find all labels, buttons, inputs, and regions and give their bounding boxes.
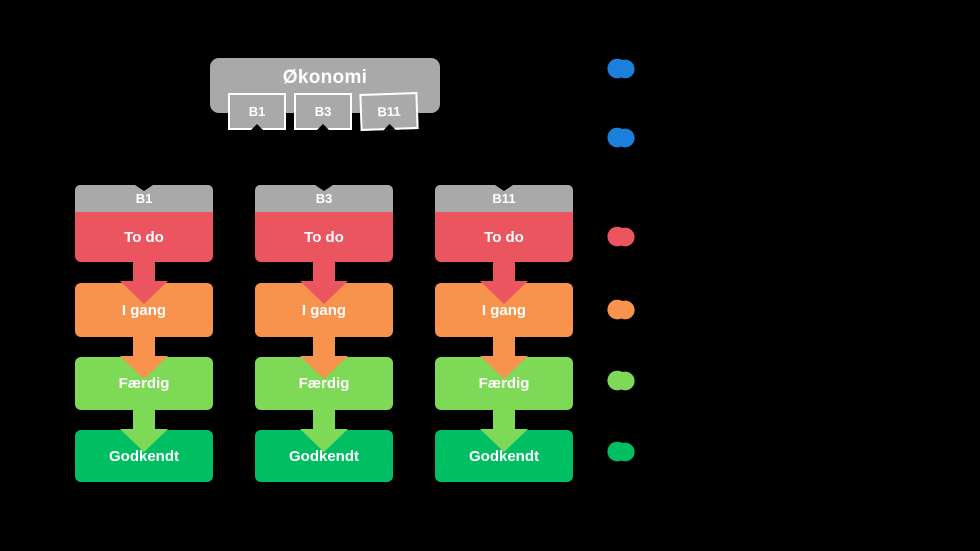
stage-todo-label: To do: [124, 228, 164, 246]
down-arrow-icon: [300, 336, 348, 379]
legend-dot-red: [607, 226, 635, 247]
board-column-b11: B11 To do I gang Færdig Godkendt: [435, 0, 573, 551]
stage-todo: To do: [435, 212, 573, 262]
parent-board-tabs: B1 B3 B11: [228, 91, 419, 132]
stage-todo-label: To do: [484, 228, 524, 246]
down-arrow-icon: [480, 336, 528, 379]
legend: [606, 0, 636, 551]
header-notch: [495, 185, 513, 191]
stage-godkendt-label: Godkendt: [289, 447, 359, 465]
down-arrow-icon: [300, 409, 348, 452]
board-header-label: B3: [315, 191, 333, 206]
stage-godkendt: Godkendt: [255, 430, 393, 482]
stage-igang-label: I gang: [121, 301, 167, 319]
parent-tab-b1-label: B1: [248, 104, 266, 119]
board-header: B3: [255, 185, 393, 212]
parent-board-title: Økonomi: [282, 67, 368, 88]
down-arrow-icon: [120, 336, 168, 379]
board-column-b1: B1 To do I gang Færdig Godkendt: [75, 0, 213, 551]
stage-godkendt-label: Godkendt: [469, 447, 539, 465]
legend-dot-green: [607, 441, 635, 462]
board-header: B11: [435, 185, 573, 212]
down-arrow-icon: [300, 261, 348, 304]
header-notch: [315, 185, 333, 191]
header-notch: [135, 185, 153, 191]
board-header-label: B11: [492, 191, 516, 206]
parent-tab-b3-label: B3: [314, 104, 332, 119]
legend-dot-lime: [607, 370, 635, 391]
board-header-label: B1: [135, 191, 153, 206]
board-header: B1: [75, 185, 213, 212]
legend-dot-blue-parent: [607, 58, 635, 79]
stage-faerdig-label: Færdig: [478, 375, 530, 392]
stage-todo-label: To do: [304, 228, 344, 246]
stage-igang-label: I gang: [481, 301, 527, 319]
stage-faerdig-label: Færdig: [298, 375, 350, 392]
stage-godkendt-label: Godkendt: [109, 447, 179, 465]
parent-tab-b3: B3: [294, 93, 352, 130]
down-arrow-icon: [120, 409, 168, 452]
board-column-b3: B3 To do I gang Færdig Godkendt: [255, 0, 393, 551]
stage-godkendt: Godkendt: [75, 430, 213, 482]
legend-dot-orange: [607, 299, 635, 320]
tab-notch: [317, 124, 329, 130]
down-arrow-icon: [480, 409, 528, 452]
stage-godkendt: Godkendt: [435, 430, 573, 482]
stage-todo: To do: [255, 212, 393, 262]
parent-tab-b1: B1: [228, 93, 286, 130]
down-arrow-icon: [480, 261, 528, 304]
legend-dot-blue-subboard: [607, 127, 635, 148]
stage-todo: To do: [75, 212, 213, 262]
stage-faerdig-label: Færdig: [118, 375, 170, 392]
stage-igang-label: I gang: [301, 301, 347, 319]
down-arrow-icon: [120, 261, 168, 304]
tab-notch: [251, 124, 263, 130]
stage-igang: I gang: [75, 283, 213, 337]
